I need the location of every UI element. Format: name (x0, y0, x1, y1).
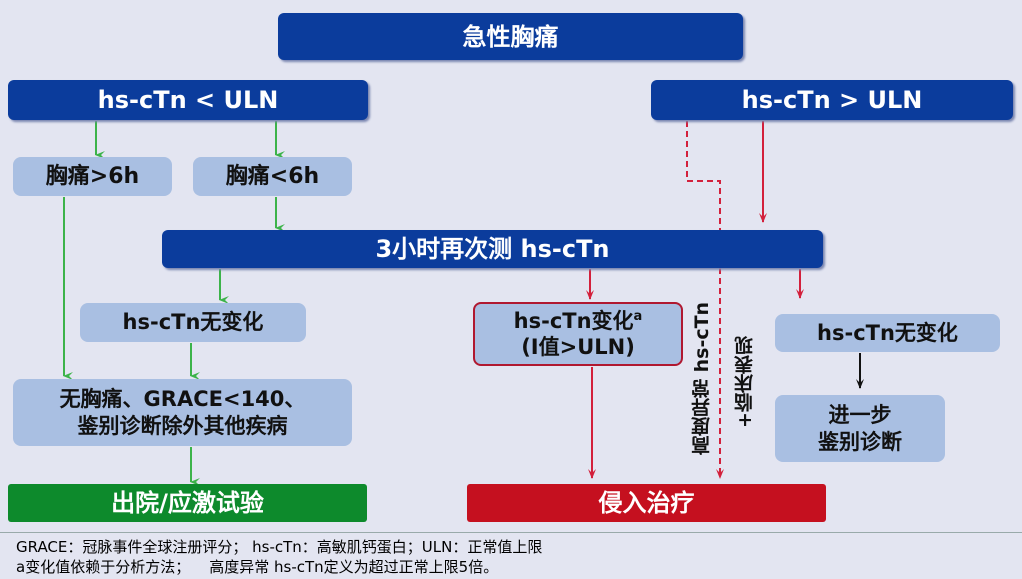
invasive-treatment-box: 侵入治疗 (467, 484, 826, 522)
footnote: GRACE：冠脉事件全球注册评分； hs-cTn：高敏肌钙蛋白；ULN：正常值上… (0, 532, 1022, 579)
footnote-line2: a变化值依赖于分析方法； 高度异常 hs-cTn定义为超过正常上限5倍。 (16, 558, 499, 576)
criteria-line2: 鉴别诊断除外其他疾病 (77, 413, 288, 438)
vertical-label-clinical: +临床表现 (734, 336, 756, 428)
discharge-box: 出院/应激试验 (8, 484, 367, 522)
further-line2: 鉴别诊断 (818, 429, 902, 454)
high-troponin-box: hs-cTn > ULN (651, 80, 1013, 120)
change-box: hs-cTn变化a (I值>ULN) (473, 302, 683, 366)
further-line1: 进一步 (828, 403, 892, 428)
retest-box: 3小时再次测 hs-cTn (162, 230, 823, 268)
criteria-line1: 无胸痛、GRACE<140、 (59, 387, 306, 412)
change-text: hs-cTn变化 (513, 308, 634, 333)
pain-under-6h-box: 胸痛<6h (193, 157, 352, 196)
dashed-arrow (686, 121, 724, 479)
change-line1: hs-cTn变化a (514, 308, 643, 334)
title-box: 急性胸痛 (278, 13, 743, 60)
footnote-a: a (633, 308, 643, 324)
pain-over-6h-box: 胸痛>6h (13, 157, 172, 196)
low-troponin-box: hs-cTn < ULN (8, 80, 368, 120)
no-change-left-box: hs-cTn无变化 (80, 303, 306, 342)
criteria-box: 无胸痛、GRACE<140、 鉴别诊断除外其他疾病 (13, 379, 352, 446)
vertical-label-high-troponin: 高度异常 hs-cTn (691, 301, 713, 455)
further-diagnosis-box: 进一步 鉴别诊断 (775, 395, 945, 462)
change-line2: (I值>ULN) (521, 335, 635, 359)
no-change-right-box: hs-cTn无变化 (775, 314, 1000, 352)
footnote-line1: GRACE：冠脉事件全球注册评分； hs-cTn：高敏肌钙蛋白；ULN：正常值上… (16, 538, 543, 556)
